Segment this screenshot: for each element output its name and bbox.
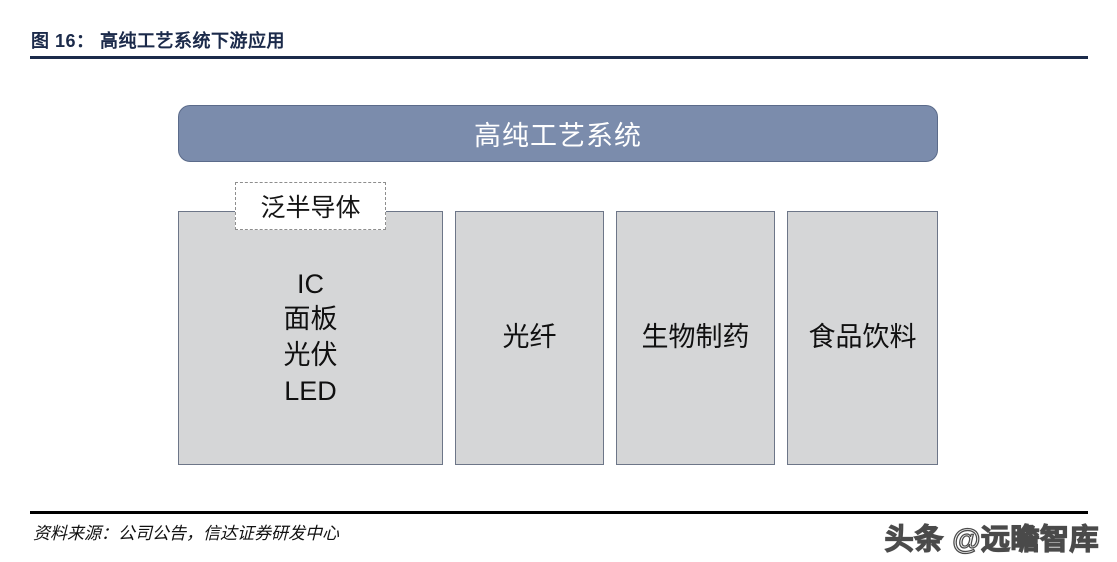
application-box-label: 生物制药 — [641, 322, 750, 353]
title-divider — [30, 56, 1088, 59]
application-box-optical-fiber: 光纤 — [455, 211, 604, 465]
watermark-label: 头条 @远瞻智库 — [884, 523, 1099, 556]
callout-tag-label: 泛半导体 — [260, 194, 361, 222]
application-box-food-beverage: 食品饮料 — [787, 211, 938, 465]
application-box-label: IC 面板 光伏 LED — [283, 268, 338, 406]
application-box-semiconductor: IC 面板 光伏 LED — [178, 211, 443, 465]
application-box-label: 食品饮料 — [808, 322, 917, 353]
footer-divider — [30, 511, 1088, 514]
source-note: 资料来源：公司公告，信达证券研发中心 — [33, 524, 339, 543]
system-banner: 高纯工艺系统 — [178, 105, 938, 162]
page-title: 图 16： 高纯工艺系统下游应用 — [31, 31, 286, 51]
callout-tag-semiconductor: 泛半导体 — [235, 182, 386, 230]
application-box-biopharma: 生物制药 — [616, 211, 775, 465]
application-box-label: 光纤 — [502, 322, 557, 353]
system-banner-label: 高纯工艺系统 — [474, 121, 642, 151]
